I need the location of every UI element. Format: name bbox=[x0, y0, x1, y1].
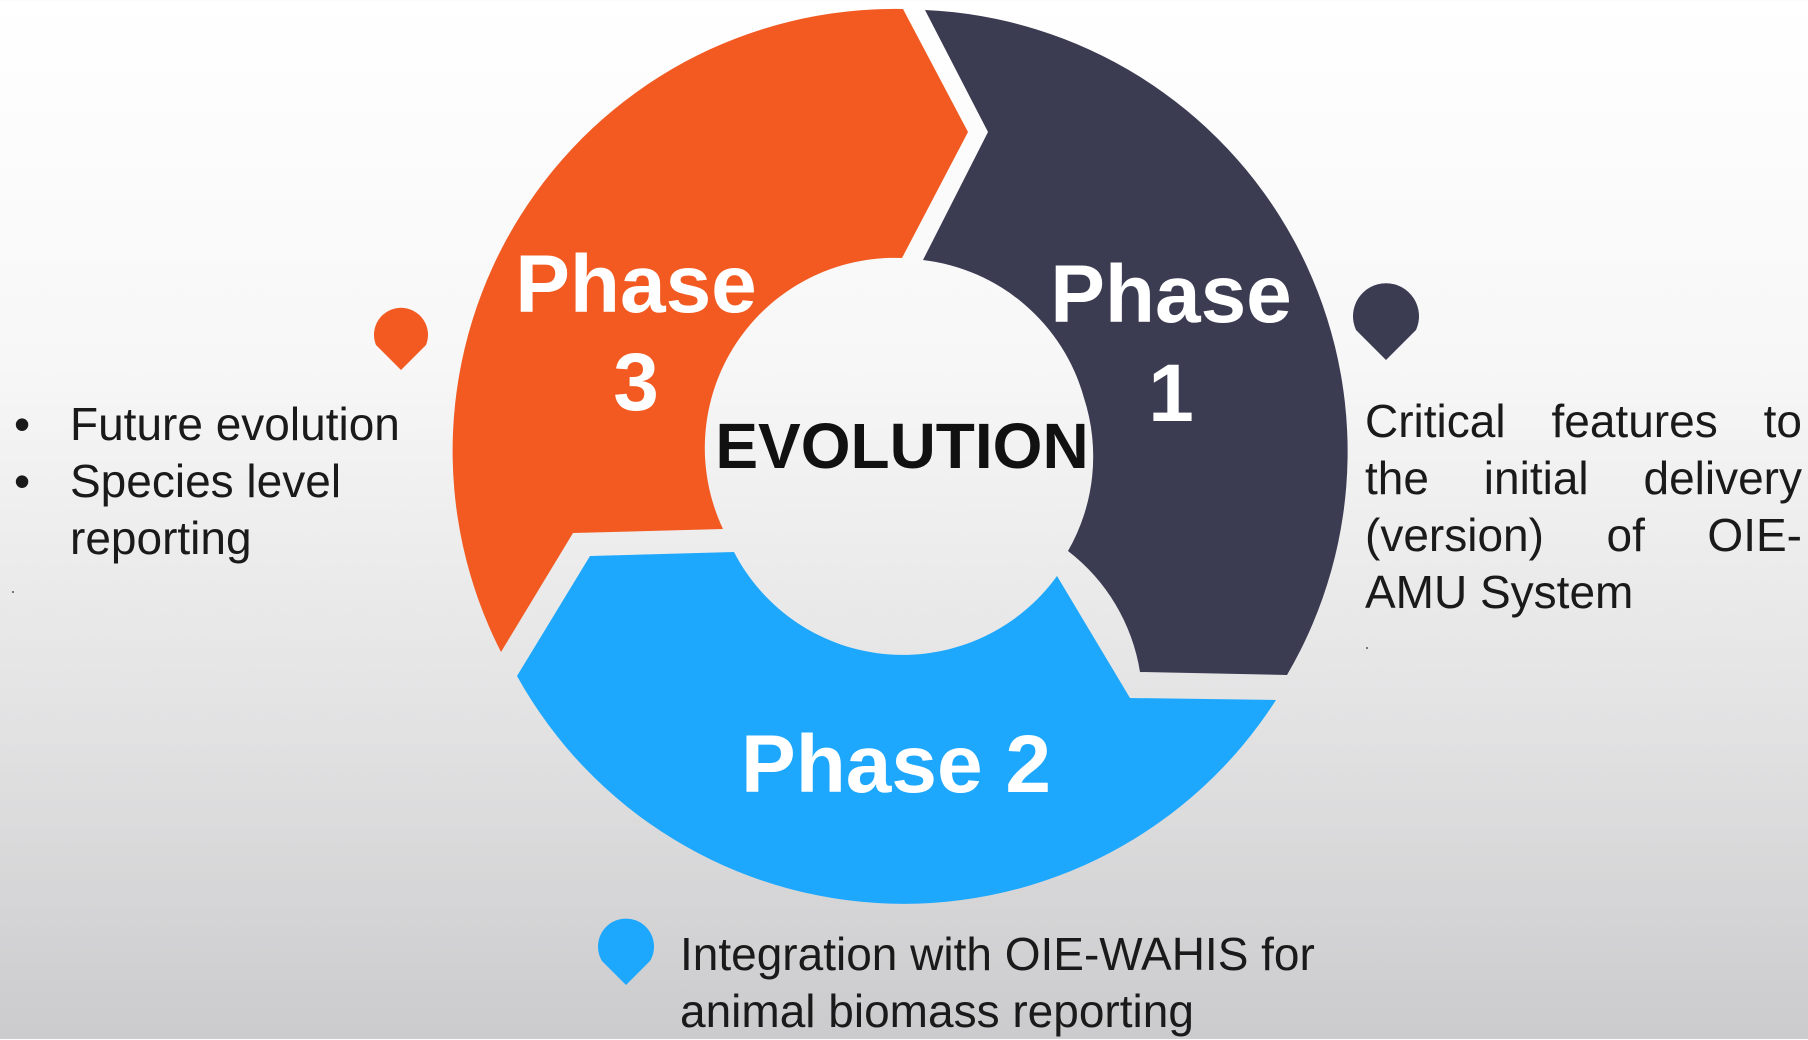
decorative-dot bbox=[1366, 647, 1368, 649]
phase3-marker-icon bbox=[373, 307, 429, 370]
phase3-note-item: Future evolution bbox=[8, 396, 428, 453]
phase2-notes: Integration with OIE-WAHIS for animal bi… bbox=[680, 928, 1315, 1037]
decorative-dot bbox=[12, 591, 14, 593]
phase3-segment bbox=[452, 8, 968, 653]
phase2-marker-icon bbox=[598, 918, 654, 985]
center-label: EVOLUTION bbox=[715, 410, 1088, 482]
phase1-notes: Critical features to the initial deliver… bbox=[1365, 395, 1802, 618]
phase3-note-item: Species level reporting bbox=[8, 453, 428, 567]
phase3-notes: Future evolution Species level reporting bbox=[8, 396, 428, 567]
phase1-label-line1: Phase bbox=[1050, 249, 1292, 340]
phase2-label: Phase 2 bbox=[741, 719, 1051, 810]
phase3-label-line2: 3 bbox=[613, 337, 659, 428]
phase1-segment bbox=[923, 10, 1348, 675]
phase3-label-line1: Phase bbox=[515, 239, 757, 330]
phase1-label-line2: 1 bbox=[1148, 348, 1194, 439]
phase1-marker-icon bbox=[1352, 283, 1419, 360]
phase2-segment bbox=[517, 552, 1276, 904]
